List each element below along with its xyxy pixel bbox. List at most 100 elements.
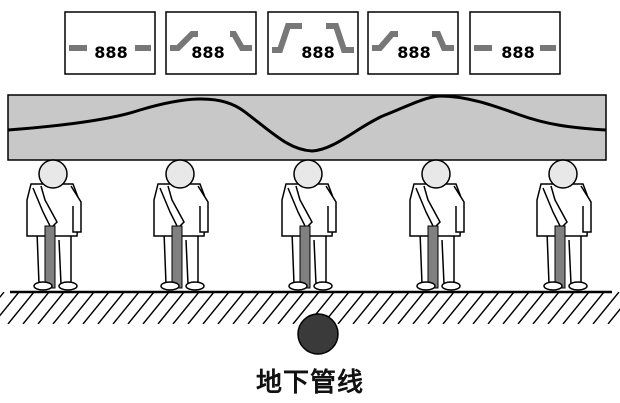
signal-meter: 888 [165, 11, 257, 75]
surveyor-arm [580, 185, 592, 233]
meter-readout: 888 [397, 43, 430, 62]
hatch-line [442, 292, 470, 324]
hatch-line [502, 292, 530, 324]
hatch-line [0, 292, 20, 317]
surveyor-arm [159, 185, 185, 230]
hatch-line [427, 292, 455, 324]
hatch-line [97, 292, 125, 324]
surveyor-arm [197, 185, 209, 233]
surveyor-head [165, 159, 195, 189]
surveyor-foot [185, 281, 205, 291]
hatch-line [382, 292, 410, 324]
surveyor-foot [416, 281, 436, 291]
hatch-line [292, 292, 320, 324]
hatch-line [142, 292, 170, 324]
surveyor-figure [536, 159, 592, 291]
detector-probe [299, 225, 311, 289]
ground [0, 290, 620, 324]
surveyor-foot [33, 281, 53, 291]
hatch-line [457, 292, 485, 324]
hatch-line [112, 292, 140, 324]
hatch-line [172, 292, 200, 324]
meter-needle [230, 31, 252, 51]
surveyor-figure [281, 159, 337, 291]
signal-meter: 888 [267, 11, 359, 75]
surveyor-arm [453, 185, 465, 233]
caption-underground-pipeline: 地下管线 [255, 368, 364, 398]
hatch-line [412, 292, 440, 324]
surveyor-head [38, 159, 68, 189]
detector-probe [44, 225, 56, 289]
hatch-line [127, 292, 155, 324]
meter-needle [170, 31, 198, 51]
surveyor-figure [26, 159, 82, 291]
hatch-line [547, 292, 575, 324]
hatch-line [37, 292, 65, 324]
surveyor-arm [70, 185, 82, 233]
surveyor-arm [32, 185, 58, 230]
hatch-line [532, 292, 560, 324]
surveyor-arm [542, 185, 568, 230]
surveyor-foot [58, 281, 78, 291]
hatch-line [592, 292, 620, 324]
signal-curve [7, 94, 607, 153]
surveyor-foot [160, 281, 180, 291]
hatch-line [397, 292, 425, 324]
hatch-line [367, 292, 395, 324]
hatch-line [202, 292, 230, 324]
surveyor-foot [543, 281, 563, 291]
surveyor-foot [441, 281, 461, 291]
hatch-line [52, 292, 80, 324]
signal-meter: 888 [469, 11, 561, 75]
surveyor-head [421, 159, 451, 189]
detector-probe [171, 225, 183, 289]
hatch-line [232, 292, 260, 324]
detector-probe [427, 225, 439, 289]
hatch-line [577, 292, 605, 324]
signal-meters: 888 888 888 888 888 [64, 11, 561, 75]
hatch-line [472, 292, 500, 324]
meter-needle [272, 23, 302, 53]
hatch-line [67, 292, 95, 324]
hatch-line [352, 292, 380, 324]
surveyor-arm [415, 185, 441, 230]
hatch-line [607, 308, 620, 324]
hatch-line [277, 292, 305, 324]
surveyor-head [548, 159, 578, 189]
meter-needle [326, 23, 354, 53]
hatch-line [517, 292, 545, 324]
surveyor-arm [287, 185, 313, 230]
meter-frame [469, 11, 561, 75]
ground-hatching [0, 292, 620, 324]
meter-readout: 888 [301, 43, 334, 62]
detector-probe [554, 225, 566, 289]
hatch-line [337, 292, 365, 324]
hatch-line [487, 292, 515, 324]
meter-needle [372, 31, 398, 51]
meter-needle [432, 31, 454, 51]
hatch-line [247, 292, 275, 324]
hatch-line [22, 292, 50, 324]
surveyors [26, 159, 592, 291]
surveyor-figure [153, 159, 209, 291]
hatch-line [187, 292, 215, 324]
surveyor-foot [313, 281, 333, 291]
signal-meter: 888 [367, 11, 459, 75]
hatch-line [0, 292, 5, 299]
meter-readout: 888 [94, 43, 127, 62]
hatch-line [7, 292, 35, 324]
surveyor-foot [568, 281, 588, 291]
hatch-line [217, 292, 245, 324]
meter-readout: 888 [501, 43, 534, 62]
underground-pipe [297, 313, 339, 355]
hatch-line [562, 292, 590, 324]
hatch-line [82, 292, 110, 324]
hatch-line [262, 292, 290, 324]
hatch-line [157, 292, 185, 324]
surveyor-arm [325, 185, 337, 233]
meter-frame [64, 11, 156, 75]
surveyor-figure [409, 159, 465, 291]
surveyor-head [293, 159, 323, 189]
surveyor-foot [288, 281, 308, 291]
